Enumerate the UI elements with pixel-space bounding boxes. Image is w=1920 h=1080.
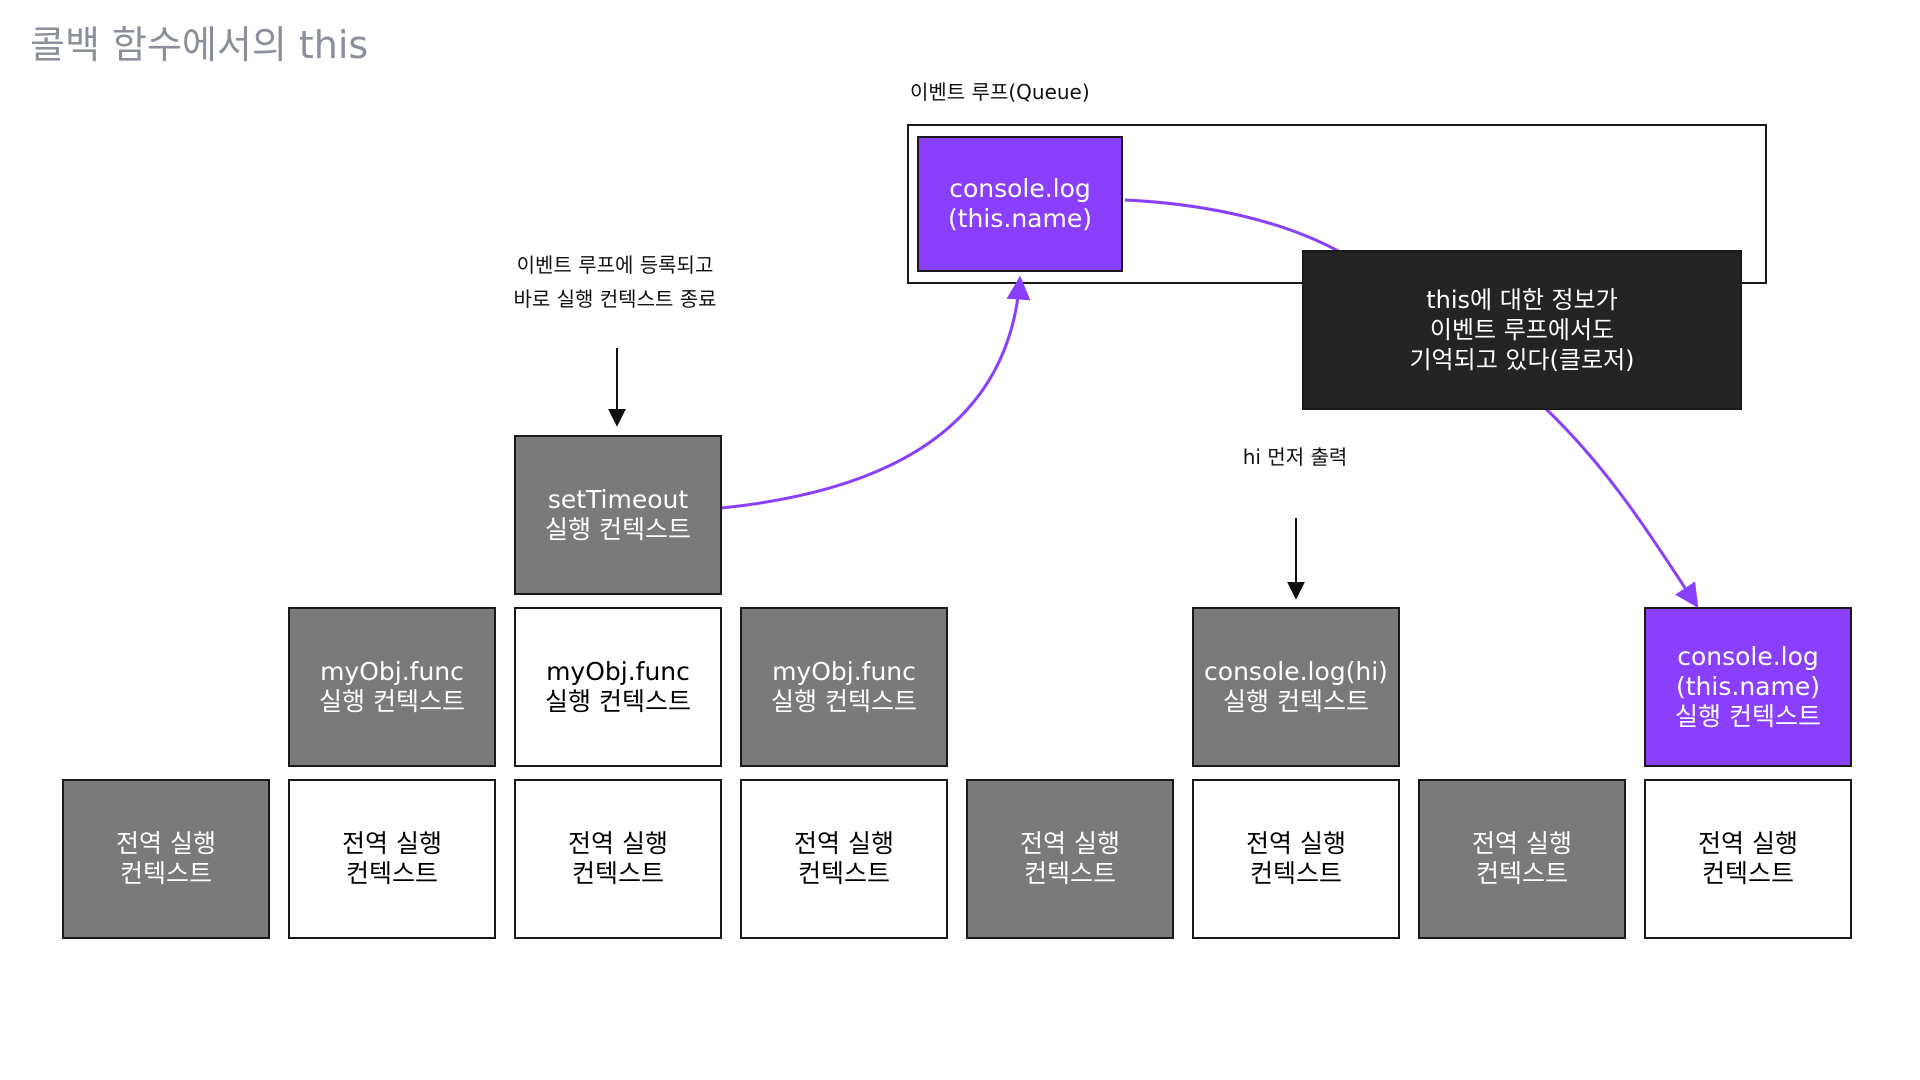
- global-context-box-8: 전역 실행 컨텍스트: [1644, 779, 1852, 939]
- console-name-line-1: console.log: [1677, 642, 1819, 671]
- queue-item-line-1: console.log: [949, 174, 1091, 203]
- global-context-8-line-2: 컨텍스트: [1701, 859, 1794, 888]
- console-name-line-2: (this.name): [1676, 672, 1820, 701]
- page-title: 콜백 함수에서의 this: [30, 23, 369, 67]
- myobj-func-3-line-1: myObj.func: [772, 657, 916, 686]
- registered-annotation-line-1: 이벤트 루프에 등록되고: [516, 253, 714, 277]
- closure-callout: this에 대한 정보가 이벤트 루프에서도 기억되고 있다(클로저): [1302, 250, 1742, 410]
- global-context-3-line-2: 컨텍스트: [571, 859, 664, 888]
- global-context-box-5: 전역 실행 컨텍스트: [966, 779, 1174, 939]
- global-context-2-line-2: 컨텍스트: [345, 859, 438, 888]
- myobj-func-1-line-2: 실행 컨텍스트: [319, 687, 465, 716]
- registered-annotation-line-2: 바로 실행 컨텍스트 종료: [513, 287, 717, 311]
- global-context-1-line-1: 전역 실행: [116, 829, 216, 858]
- global-context-6-line-1: 전역 실행: [1246, 829, 1346, 858]
- queue-label: 이벤트 루프(Queue): [910, 80, 1090, 104]
- myobj-func-2-line-2: 실행 컨텍스트: [545, 687, 691, 716]
- arrow-settimeout-to-queue: [720, 275, 1031, 510]
- myobj-func-context-box-3: myObj.func 실행 컨텍스트: [740, 607, 948, 767]
- global-context-8-line-1: 전역 실행: [1698, 829, 1798, 858]
- settimeout-context-box: setTimeout 실행 컨텍스트: [514, 435, 722, 595]
- console-name-line-3: 실행 컨텍스트: [1675, 702, 1821, 731]
- console-hi-line-2: 실행 컨텍스트: [1223, 687, 1369, 716]
- registered-annotation: 이벤트 루프에 등록되고 바로 실행 컨텍스트 종료: [490, 248, 740, 316]
- myobj-func-1-line-1: myObj.func: [320, 657, 464, 686]
- global-context-5-line-2: 컨텍스트: [1023, 859, 1116, 888]
- closure-callout-line-3: 기억되고 있다(클로저): [1409, 346, 1635, 374]
- global-context-box-4: 전역 실행 컨텍스트: [740, 779, 948, 939]
- global-context-3-line-1: 전역 실행: [568, 829, 668, 858]
- arrow-callout-to-console-name: [1543, 406, 1699, 609]
- console-log-this-name-context-box: console.log (this.name) 실행 컨텍스트: [1644, 607, 1852, 767]
- global-context-box-6: 전역 실행 컨텍스트: [1192, 779, 1400, 939]
- settimeout-line-1: setTimeout: [547, 485, 689, 514]
- settimeout-line-2: 실행 컨텍스트: [545, 515, 691, 544]
- global-context-1-line-2: 컨텍스트: [119, 859, 212, 888]
- global-context-7-line-1: 전역 실행: [1472, 829, 1572, 858]
- global-context-4-line-1: 전역 실행: [794, 829, 894, 858]
- myobj-func-context-box-2: myObj.func 실행 컨텍스트: [514, 607, 722, 767]
- myobj-func-3-line-2: 실행 컨텍스트: [771, 687, 917, 716]
- global-context-6-line-2: 컨텍스트: [1249, 859, 1342, 888]
- queue-item-line-2: (this.name): [948, 204, 1092, 233]
- global-context-4-line-2: 컨텍스트: [797, 859, 890, 888]
- global-context-box-7: 전역 실행 컨텍스트: [1418, 779, 1626, 939]
- console-hi-line-1: console.log(hi): [1204, 657, 1388, 686]
- global-context-box-1: 전역 실행 컨텍스트: [62, 779, 270, 939]
- closure-callout-line-1: this에 대한 정보가: [1426, 286, 1618, 314]
- arrow-queue-to-callout: [1124, 198, 1341, 254]
- global-context-box-2: 전역 실행 컨텍스트: [288, 779, 496, 939]
- console-log-hi-context-box: console.log(hi) 실행 컨텍스트: [1192, 607, 1400, 767]
- myobj-func-context-box-1: myObj.func 실행 컨텍스트: [288, 607, 496, 767]
- myobj-func-2-line-1: myObj.func: [546, 657, 690, 686]
- closure-callout-line-2: 이벤트 루프에서도: [1429, 316, 1615, 344]
- global-context-2-line-1: 전역 실행: [342, 829, 442, 858]
- queue-item-console-log: console.log (this.name): [917, 136, 1123, 272]
- global-context-5-line-1: 전역 실행: [1020, 829, 1120, 858]
- global-context-7-line-2: 컨텍스트: [1475, 859, 1568, 888]
- hi-first-annotation: hi 먼저 출력: [1242, 445, 1348, 469]
- global-context-box-3: 전역 실행 컨텍스트: [514, 779, 722, 939]
